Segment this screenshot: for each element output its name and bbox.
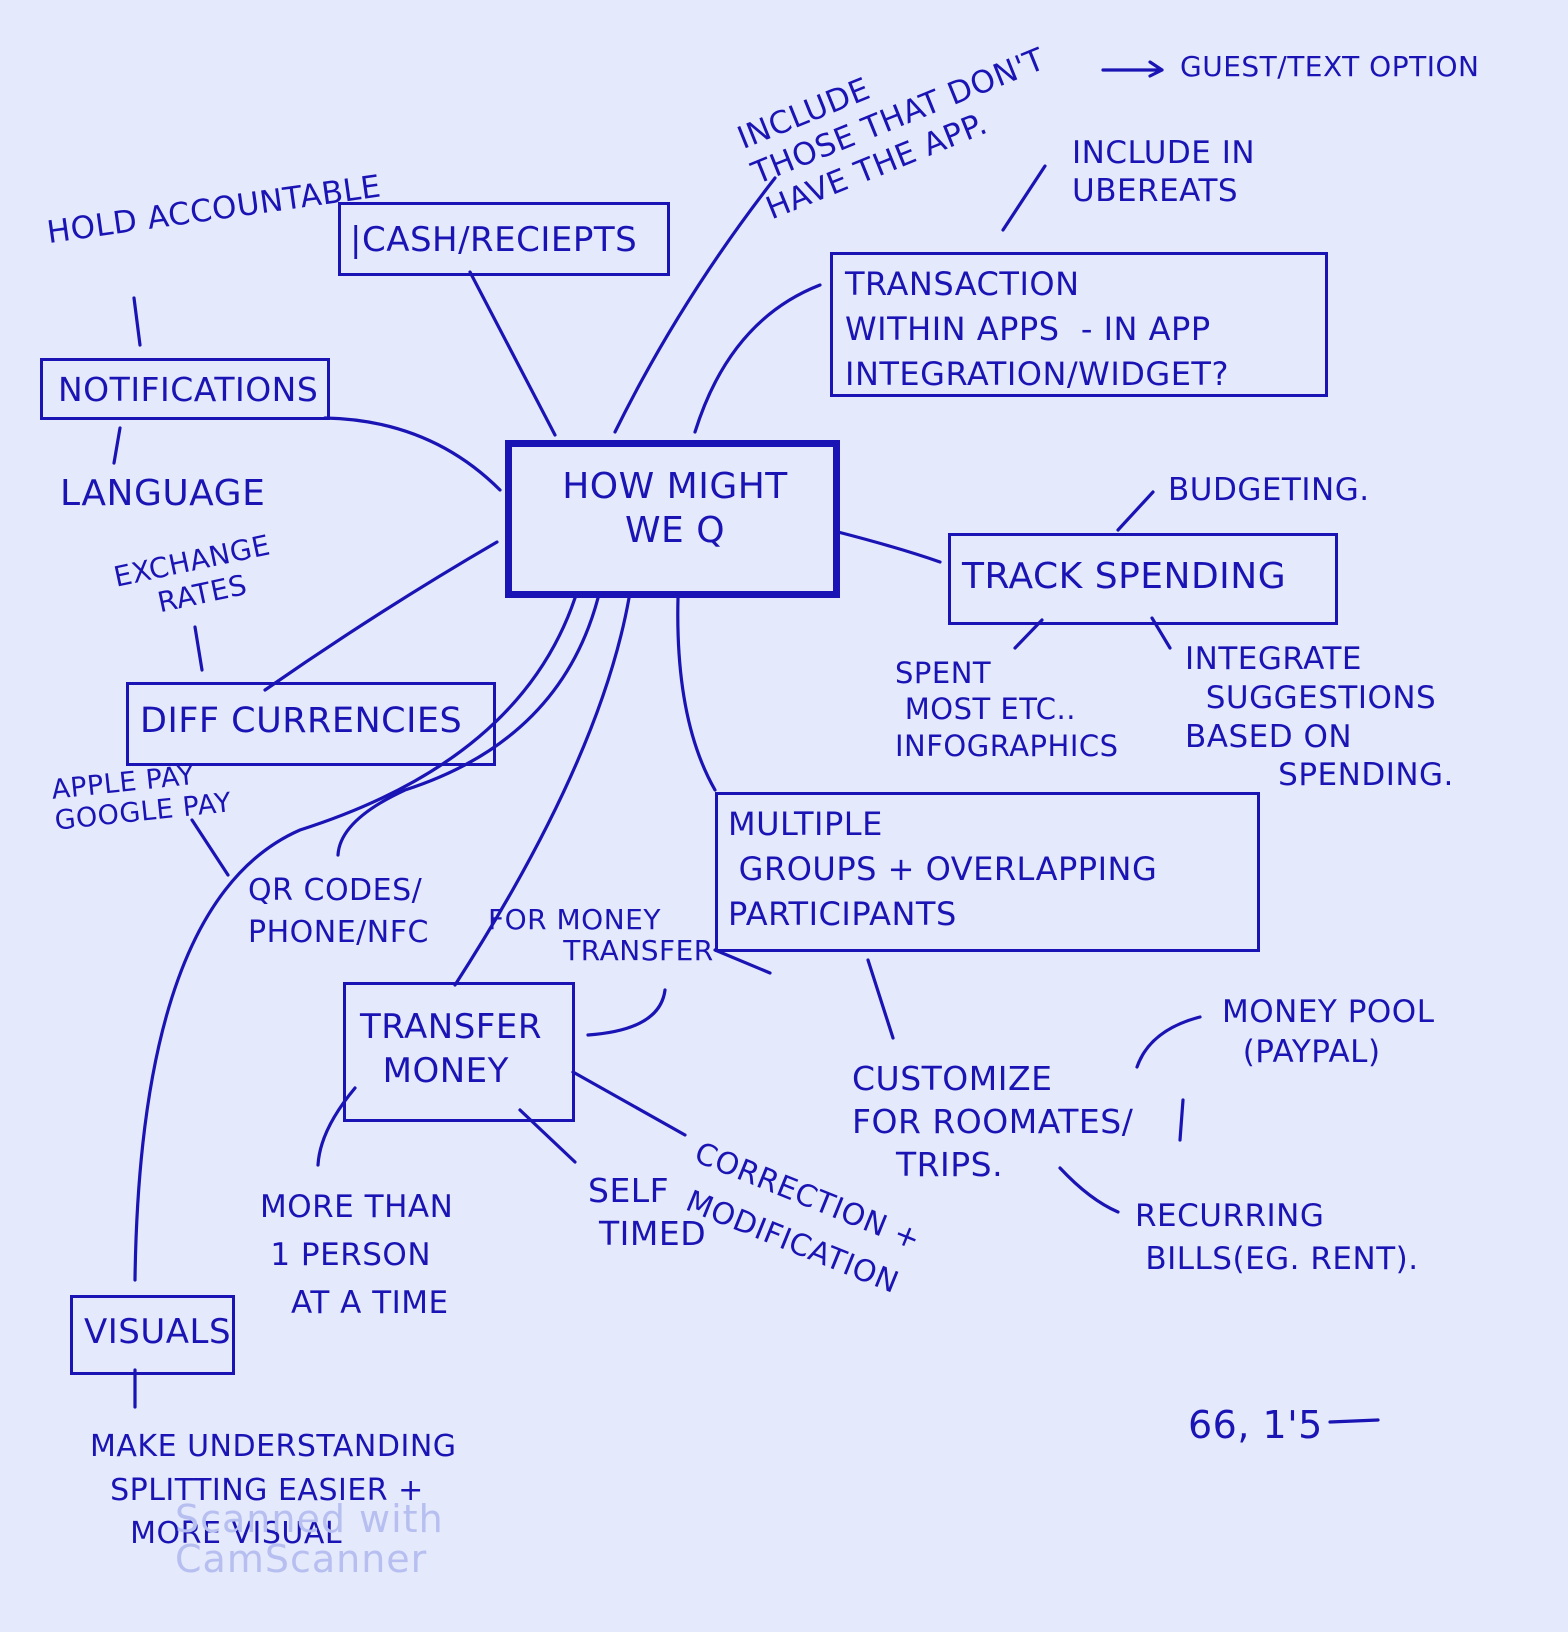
link-applepay — [190, 818, 230, 877]
link-ubereats — [1001, 164, 1047, 232]
camscanner-watermark: Scanned with CamScanner — [175, 1497, 444, 1581]
node-transfer-money: TRANSFER MONEY — [360, 1007, 542, 1092]
link-center-visuals — [133, 596, 577, 1282]
transfer-money-box — [343, 982, 575, 1122]
diff-currencies-box — [126, 682, 496, 766]
link-recurring — [1058, 1166, 1120, 1214]
node-integrate-suggestions: INTEGRATE SUGGESTIONS BASED ON SPENDING. — [1185, 641, 1454, 794]
link-center-transaction — [693, 283, 822, 434]
link-self-timed — [518, 1108, 577, 1164]
transaction-box — [830, 252, 1328, 397]
node-money-pool: MONEY POOL (PAYPAL) — [1222, 994, 1435, 1071]
node-qr-codes: QR CODES/ PHONE/NFC — [248, 873, 429, 950]
cash-receipts-box — [338, 202, 670, 276]
node-transaction-within-apps: TRANSACTION WITHIN APPS - IN APP INTEGRA… — [845, 265, 1229, 393]
margin-note: 66, 1'5 — [1188, 1403, 1323, 1447]
node-self-timed: SELF TIMED — [588, 1171, 707, 1253]
node-for-money-transfer: FOR MONEY TRANSFER — [488, 903, 714, 967]
link-center-currency — [263, 540, 499, 692]
link-guest-arrow — [1101, 60, 1164, 78]
node-language: LANGUAGE — [60, 473, 266, 514]
link-center-cash — [468, 270, 557, 437]
link-budget — [1116, 490, 1155, 532]
link-center-transfer — [453, 596, 631, 987]
node-customize: CUSTOMIZE FOR ROOMATES/ TRIPS. — [852, 1059, 1134, 1184]
link-center-multiple — [676, 596, 717, 792]
link-customize-slash — [1178, 1098, 1185, 1142]
node-recurring-bills: RECURRING BILLS(EG. RENT). — [1135, 1198, 1419, 1278]
notifications-box — [40, 358, 330, 420]
link-exchange — [193, 625, 204, 672]
link-money-pool — [1135, 1015, 1202, 1069]
node-make-understanding: MAKE UNDERSTANDING SPLITTING EASIER + MO… — [90, 1429, 457, 1551]
central-question-box — [505, 440, 840, 598]
multiple-groups-box — [715, 792, 1260, 952]
link-notif-language — [112, 426, 122, 465]
link-correction — [571, 1070, 687, 1137]
node-diff-currencies: DIFF CURRENCIES — [140, 701, 463, 741]
link-center-track — [836, 530, 942, 564]
node-guest-text-option: GUEST/TEXT OPTION — [1180, 50, 1480, 83]
node-spent-most: SPENT MOST ETC.. INFOGRAPHICS — [895, 656, 1119, 763]
link-center-include — [613, 176, 777, 434]
link-more-than — [316, 1086, 357, 1167]
node-more-than-one: MORE THAN 1 PERSON AT A TIME — [260, 1189, 454, 1322]
margin-dash — [1328, 1418, 1380, 1424]
link-hold-notif — [132, 296, 142, 347]
central-question: HOW MIGHT WE Q — [562, 466, 788, 551]
node-include-ubereats: INCLUDE IN UBEREATS — [1072, 135, 1256, 209]
link-formoney-multi — [713, 948, 772, 975]
link-center-notifications — [323, 416, 502, 492]
node-budgeting: BUDGETING. — [1168, 472, 1370, 508]
node-multiple-groups: MULTIPLE GROUPS + OVERLAPPING PARTICIPAN… — [728, 805, 1158, 933]
node-track-spending: TRACK SPENDING — [962, 556, 1287, 597]
node-visuals: VISUALS — [84, 1312, 232, 1352]
link-center-qr — [336, 596, 600, 857]
link-formoney — [586, 988, 667, 1037]
node-notifications: NOTIFICATIONS — [58, 370, 319, 409]
visuals-box — [70, 1295, 235, 1375]
track-spending-box — [948, 533, 1338, 625]
link-customize — [866, 958, 895, 1040]
node-cash-receipts: |CASH/RECIEPTS — [350, 220, 638, 260]
